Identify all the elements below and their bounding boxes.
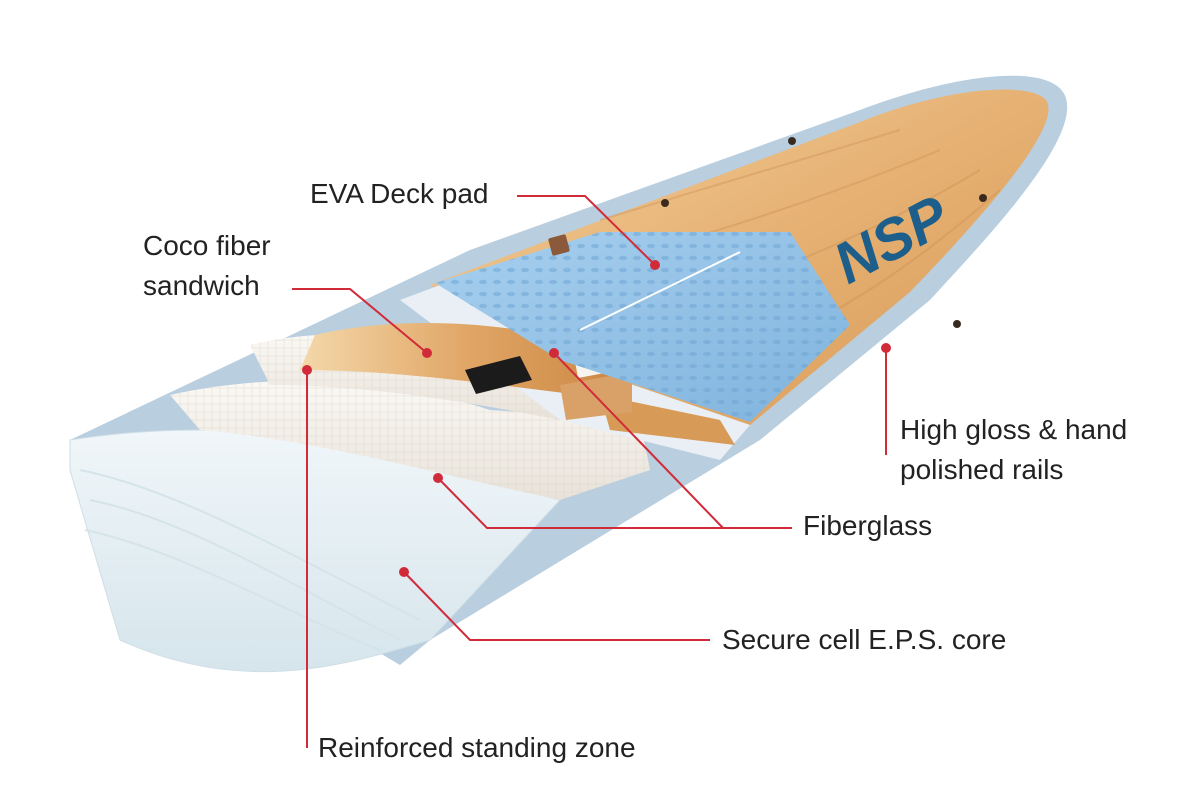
callout-dot-fiber-a [549, 348, 559, 358]
callout-dot-eva [650, 260, 660, 270]
callout-dot-coco [422, 348, 432, 358]
callout-line-eva [517, 195, 656, 266]
label-eva-deck-pad-text: EVA Deck pad [310, 178, 489, 209]
callout-dot-fiber-b [433, 473, 443, 483]
fiberglass-layer-lower-weave [170, 380, 650, 500]
deck-screw [979, 194, 987, 202]
label-eva-deck-pad: EVA Deck pad [310, 174, 488, 214]
label-polished-rails: High gloss & hand polished rails [900, 410, 1127, 490]
label-rails-line2: polished rails [900, 454, 1064, 485]
eva-deck-pad-texture [435, 232, 850, 422]
eps-core [69, 429, 561, 673]
handle-strap [465, 356, 532, 394]
deck-screw [953, 320, 961, 328]
pad-logo-badge [548, 234, 570, 256]
label-coco-fiber-line1: Coco fiber [143, 230, 271, 261]
callout-dots [302, 260, 891, 577]
label-coco-fiber-sandwich: Coco fiber sandwich [143, 226, 271, 306]
label-eps-core-text: Secure cell E.P.S. core [722, 624, 1007, 655]
deck-screw [788, 137, 796, 145]
label-coco-fiber-line2: sandwich [143, 270, 260, 301]
callout-line-coco [292, 288, 428, 354]
wood-grain [599, 129, 1001, 341]
callout-line-fiber-b [437, 477, 723, 529]
callout-dot-rails [881, 343, 891, 353]
label-rails-line1: High gloss & hand [900, 414, 1128, 445]
core-lines [79, 469, 421, 651]
label-eps-core: Secure cell E.P.S. core [722, 620, 1006, 660]
callout-dot-zone [302, 365, 312, 375]
pad-seam [579, 251, 741, 331]
callout-lines [292, 195, 887, 748]
deck-screw [661, 199, 669, 207]
label-standing-zone-text: Reinforced standing zone [318, 732, 636, 763]
callout-line-core [403, 571, 710, 641]
coco-fiber-strip [600, 395, 735, 445]
callout-dot-core [399, 567, 409, 577]
label-fiberglass: Fiberglass [803, 506, 932, 546]
label-standing-zone: Reinforced standing zone [318, 728, 636, 768]
label-fiberglass-text: Fiberglass [803, 510, 933, 541]
